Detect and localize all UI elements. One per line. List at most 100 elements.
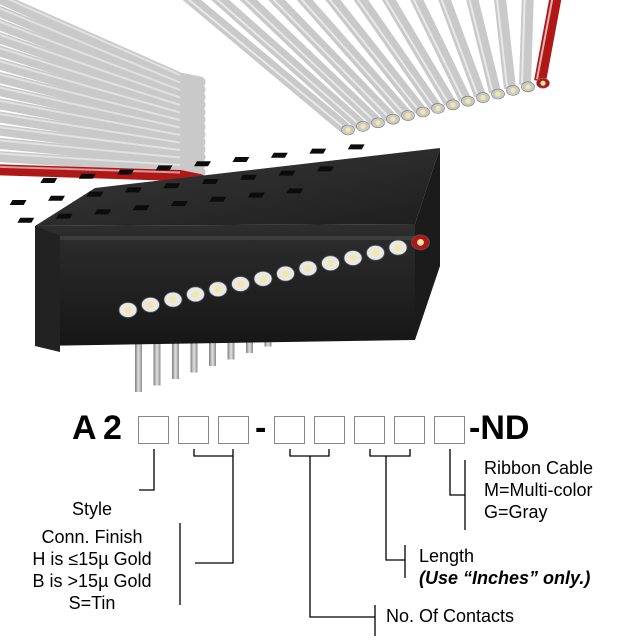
top-slot [78, 173, 96, 179]
ribbon-option-g: G=Gray [484, 502, 548, 522]
wire-core [450, 102, 456, 108]
front-wire-highlight [384, 0, 448, 102]
ribbon-options: Ribbon Cable M=Multi-color G=Gray [484, 457, 593, 523]
finish-code-box-2 [218, 416, 249, 444]
front-wire-highlight [521, 0, 526, 83]
back-wire-highlight [0, 126, 181, 151]
top-slot [240, 174, 258, 180]
finish-code-box-1 [178, 416, 209, 444]
length-options: Length (Use “Inches” only.) [419, 545, 590, 589]
back-wire [0, 58, 206, 125]
back-wire-highlight [0, 113, 181, 144]
ribbon-wire-ends [341, 77, 550, 136]
top-slot [48, 195, 65, 201]
wire-core [435, 105, 441, 111]
back-wire [0, 111, 206, 155]
back-wire-highlight [0, 60, 181, 114]
back-wire-highlight [7, 0, 181, 76]
top-slot [247, 192, 265, 198]
front-wire-highlight [328, 0, 418, 109]
back-wire [0, 137, 206, 170]
back-wire [0, 164, 206, 185]
connector-top-slots [9, 144, 365, 223]
top-slot [201, 179, 219, 184]
ribbon-option-m: M=Multi-color [484, 480, 593, 500]
connector-contact-center [394, 244, 402, 252]
top-slot [194, 161, 211, 167]
top-slot [309, 148, 327, 154]
wire-core [390, 116, 396, 122]
contacts-code-box-2 [314, 416, 345, 444]
wire-core [360, 123, 366, 129]
back-wire-highlight [0, 86, 181, 129]
ribbon-title: Ribbon Cable [484, 458, 594, 478]
wire-core [375, 120, 381, 126]
back-wire [0, 45, 206, 118]
ribbon-cable-back [0, 0, 206, 185]
wire-core [540, 80, 546, 86]
front-wire-highlight [412, 0, 463, 98]
part-suffix: -ND [469, 409, 530, 447]
top-slot [286, 188, 304, 194]
front-wire-highlight [440, 0, 478, 94]
front-wire [353, 0, 440, 110]
back-wire-highlight [0, 165, 181, 174]
wire-core [420, 109, 426, 115]
back-wire [0, 85, 206, 140]
connector-contact-center [349, 254, 357, 262]
front-wire [381, 0, 456, 106]
top-slot [124, 187, 142, 193]
top-slot [163, 183, 181, 189]
ribbon-cable-front [182, 0, 562, 133]
ribbon-code-box [434, 416, 465, 444]
wire-core [480, 95, 486, 101]
front-wire [325, 0, 425, 114]
front-wire [534, 0, 562, 83]
connector-contact-center [169, 296, 177, 303]
front-wire-highlight [244, 0, 373, 120]
connector-contact-center [214, 285, 222, 293]
back-wire [0, 98, 206, 148]
style-code-box [138, 416, 169, 444]
front-wire-highlight [187, 0, 343, 127]
top-slot [278, 170, 296, 176]
back-wire-highlight [0, 73, 181, 121]
back-wire [0, 32, 206, 110]
connector-end-face [35, 226, 60, 352]
back-wire-highlight [0, 139, 181, 159]
wire-core [510, 87, 516, 93]
top-slot [270, 152, 288, 158]
part-prefix-a: A [72, 409, 97, 447]
front-wire-highlight [272, 0, 388, 116]
connector-contact-center [417, 239, 424, 246]
top-slot [94, 209, 112, 215]
finish-leader [193, 449, 234, 564]
contacts-label: No. Of Contacts [386, 606, 515, 626]
top-slot [55, 213, 73, 219]
top-slot [86, 191, 104, 197]
contacts-leader [289, 449, 375, 618]
front-wire-highlight [496, 0, 508, 87]
top-slot [317, 166, 334, 172]
finish-option-h: H is ≤15µ Gold [32, 549, 152, 569]
top-slot [9, 200, 27, 205]
front-wire-highlight [300, 0, 403, 113]
connector-contact-center [147, 301, 154, 309]
back-wire [0, 18, 206, 103]
front-wire-highlight [356, 0, 433, 105]
back-wire-highlight [0, 7, 181, 84]
connector-pin [135, 300, 142, 392]
contacts-code-box-1 [274, 416, 305, 444]
finish-options: Conn. Finish H is ≤15µ Gold B is >15µ Go… [6, 526, 178, 614]
finish-option-s: S=Tin [68, 593, 116, 613]
top-slot [40, 178, 58, 183]
wire-core [465, 98, 471, 104]
length-code-box-1 [354, 416, 385, 444]
back-wire [0, 0, 206, 88]
ribbon-cable-connector-illustration [0, 0, 562, 392]
back-wire-highlight [0, 152, 181, 166]
front-wire [438, 0, 486, 98]
front-wire [494, 0, 516, 90]
finish-title: Conn. Finish [41, 527, 143, 547]
